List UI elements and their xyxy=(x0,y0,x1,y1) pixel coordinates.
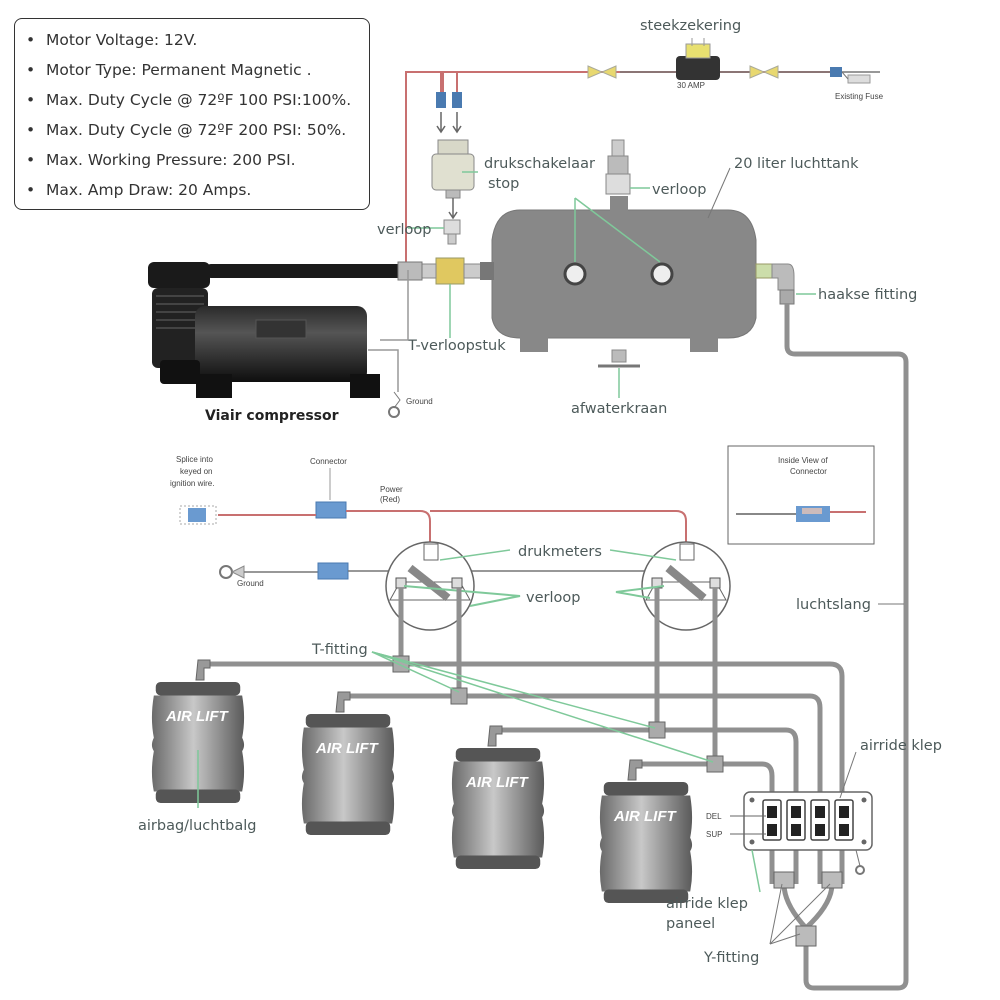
specs-box: • Motor Voltage: 12V. • Motor Type: Perman… xyxy=(14,18,370,210)
airbag-1-brand: AIR LIFT xyxy=(165,708,229,725)
label-paneel-1: airride klep xyxy=(666,896,748,912)
blade-fuse-holder xyxy=(676,38,720,80)
label-verloop-mid: verloop xyxy=(526,590,580,606)
label-drukmeters: drukmeters xyxy=(518,544,602,560)
pointer-paneel xyxy=(751,849,761,893)
t-fittings xyxy=(392,655,724,773)
airbag-4: AIR LIFT xyxy=(599,782,693,903)
spec-item: • Max. Amp Draw: 20 Amps. xyxy=(15,175,369,205)
label-airride-klep: airride klep xyxy=(860,738,942,754)
label-splice-3: ignition wire. xyxy=(170,479,214,488)
spec-text: Max. Amp Draw: 20 Amps. xyxy=(46,181,252,199)
airbag-1: AIR LIFT xyxy=(151,682,245,803)
existing-fuse xyxy=(830,67,871,84)
bullet: • xyxy=(26,61,36,79)
label-t-verloopstuk: T-verloopstuk xyxy=(407,338,506,354)
power-wire-gauges xyxy=(218,510,687,548)
bullet: • xyxy=(26,31,36,49)
label-afwaterkraan: afwaterkraan xyxy=(571,401,667,417)
label-verloop-top: verloop xyxy=(652,182,706,198)
viair-compressor xyxy=(148,261,423,398)
elbow-fitting xyxy=(755,263,795,305)
label-power-1: Power xyxy=(380,485,403,494)
label-steekzekering: steekzekering xyxy=(640,18,741,34)
pointer-verloop-mid xyxy=(403,585,665,607)
switch-connectors xyxy=(436,72,462,134)
spec-text: Max. Duty Cycle @ 72ºF 100 PSI:100%. xyxy=(46,91,352,109)
pressure-gauge-right xyxy=(641,541,731,631)
airbag-3: AIR LIFT xyxy=(451,748,545,869)
spec-text: Max. Duty Cycle @ 72ºF 200 PSI: 50%. xyxy=(46,121,347,139)
pressure-gauge-left xyxy=(385,541,475,631)
pointer-y-fitting xyxy=(769,883,831,945)
label-paneel-2: paneel xyxy=(666,916,715,932)
pointer-t-fitting xyxy=(371,651,714,763)
spec-item: • Max. Working Pressure: 200 PSI. xyxy=(15,145,369,175)
pointer-tank xyxy=(707,167,731,219)
label-ground-mid: Ground xyxy=(237,579,264,588)
airbag-2-brand: AIR LIFT xyxy=(315,740,379,757)
valve-panel xyxy=(743,791,873,851)
main-air-line xyxy=(784,304,909,991)
bullet: • xyxy=(26,181,36,199)
inline-connector xyxy=(315,501,347,519)
ground-terminal-top xyxy=(388,391,401,418)
label-existing-fuse: Existing Fuse xyxy=(835,92,884,101)
label-airbag: airbag/luchtbalg xyxy=(138,818,256,834)
label-ground-top: Ground xyxy=(406,397,433,406)
bullet: • xyxy=(26,91,36,109)
specs-list: • Motor Voltage: 12V. • Motor Type: Perman… xyxy=(15,19,369,205)
spec-text: Motor Voltage: 12V. xyxy=(46,31,198,49)
compressor-ground-wire xyxy=(368,270,409,392)
label-del: DEL xyxy=(706,812,722,821)
air-lines-bottom xyxy=(210,588,845,956)
label-inside-view-2: Connector xyxy=(790,467,827,476)
bullet: • xyxy=(26,151,36,169)
label-tank: 20 liter luchttank xyxy=(734,156,859,172)
pointer-gauge-b xyxy=(574,197,661,263)
label-drukschakelaar: drukschakelaar xyxy=(484,156,595,172)
spec-item: • Motor Type: Permanent Magnetic . xyxy=(15,55,369,85)
label-stop: stop xyxy=(488,176,519,192)
t-reducer-fitting xyxy=(419,257,489,285)
fuse-connector-right xyxy=(749,65,779,79)
airbag-4-brand: AIR LIFT xyxy=(613,808,677,825)
pointer-drukmeters xyxy=(439,549,677,561)
spec-text: Motor Type: Permanent Magnetic . xyxy=(46,61,312,79)
label-power-2: (Red) xyxy=(380,495,400,504)
airbag-3-brand: AIR LIFT xyxy=(465,774,529,791)
label-verloop-left: verloop xyxy=(377,222,431,238)
bag-elbows xyxy=(195,659,643,781)
label-luchtslang: luchtslang xyxy=(796,597,871,613)
inside-view-connector-box xyxy=(727,445,875,545)
spec-text: Max. Working Pressure: 200 PSI. xyxy=(46,151,296,169)
valve-output-fittings xyxy=(773,871,843,947)
label-t-fitting: T-fitting xyxy=(311,642,368,658)
pressure-switch xyxy=(431,139,475,220)
label-inside-view-1: Inside View of xyxy=(778,456,828,465)
pointer-airride-klep xyxy=(839,751,857,799)
tank-top-reducer xyxy=(605,139,631,195)
label-connector: Connector xyxy=(310,457,347,466)
spec-item: • Max. Duty Cycle @ 72ºF 200 PSI: 50%. xyxy=(15,115,369,145)
bullet: • xyxy=(26,121,36,139)
splice-connector xyxy=(179,505,217,525)
label-30-amp: 30 AMP xyxy=(677,81,705,90)
label-viair-compressor: Viair compressor xyxy=(205,408,339,424)
fuse-connector-left xyxy=(587,65,617,79)
spec-item: • Max. Duty Cycle @ 72ºF 100 PSI:100%. xyxy=(15,85,369,115)
valve-ground-terminal xyxy=(855,849,865,875)
drain-valve xyxy=(598,349,640,368)
label-haakse: haakse fitting xyxy=(818,287,917,303)
label-splice-2: keyed on xyxy=(180,467,212,476)
label-sup: SUP xyxy=(706,830,722,839)
label-splice-1: Splice into xyxy=(176,455,213,464)
airbag-2: AIR LIFT xyxy=(301,714,395,835)
air-tank xyxy=(480,196,757,352)
spec-item: • Motor Voltage: 12V. xyxy=(15,25,369,55)
label-y-fitting: Y-fitting xyxy=(703,950,759,966)
reducer-top xyxy=(443,219,461,245)
